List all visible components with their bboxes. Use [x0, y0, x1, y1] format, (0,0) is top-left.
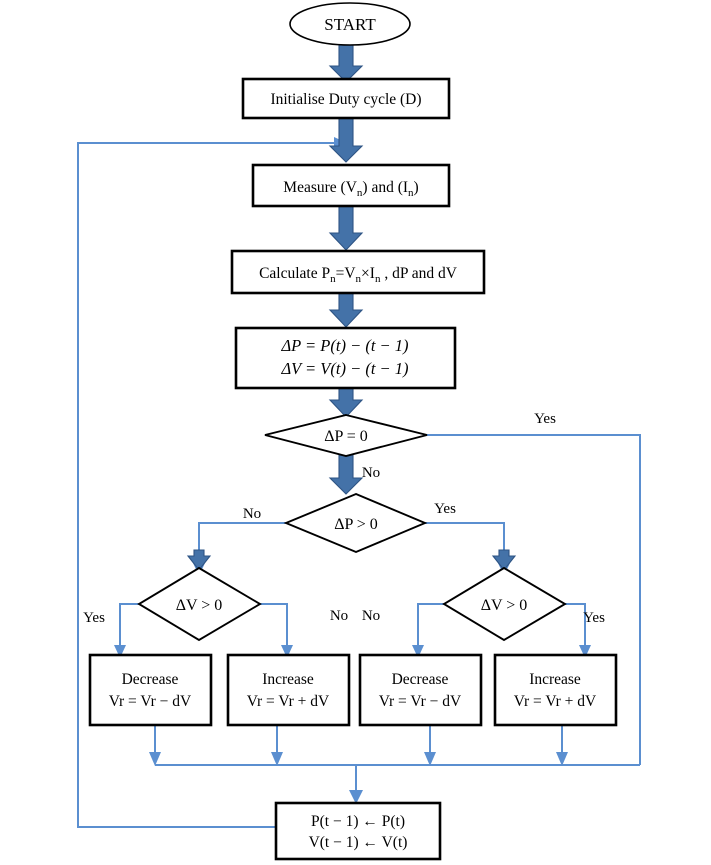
node-delta-equations[interactable]: [234, 326, 457, 390]
connector-dvleft-yes: [119, 603, 139, 645]
node-calculate-post: , dP and dV: [380, 265, 457, 282]
node-action-decrease-2[interactable]: [358, 653, 483, 727]
node-measure-sub2: n: [408, 187, 414, 199]
node-calculate-label: Calculate Pn=Vn×In , dP and dV: [259, 265, 458, 285]
node-initialise[interactable]: [241, 77, 451, 120]
connector-dpgt0-no: [198, 522, 286, 563]
node-update-previous-line2: V(t − 1) ← V(t): [309, 834, 408, 851]
node-decision-dp-eq-zero-label: ΔP = 0: [324, 428, 368, 445]
node-start-label: START: [324, 15, 376, 34]
connector-dvleft-yes-arrowhead: [114, 645, 126, 658]
fat-arrow-measure-to-calc: [328, 205, 364, 251]
node-decision-dp-gt-zero-label: ΔP > 0: [334, 516, 378, 533]
node-action-increase-2-line1: Increase: [529, 671, 581, 688]
node-measure-post: ): [414, 179, 419, 196]
node-measure-mid: ) and (I: [362, 179, 408, 196]
connector-dpgt0-yes: [425, 522, 505, 563]
connector-feedback-loop: [77, 142, 334, 828]
node-decision-dv-right[interactable]: [442, 566, 567, 642]
node-calculate-mid2: ×I: [361, 265, 375, 282]
fat-arrow-to-dvleft: [186, 549, 212, 571]
node-decision-dv-right-label: ΔV > 0: [481, 597, 528, 614]
node-action-decrease-1-line1: Decrease: [122, 671, 179, 688]
connector-dvright-no: [417, 603, 444, 645]
node-action-decrease-1-line2: Vr = Vr − dV: [109, 693, 192, 710]
node-start[interactable]: [289, 2, 411, 46]
connector-dvleft-no: [260, 603, 288, 645]
node-initialise-label: Initialise Duty cycle (D): [270, 91, 421, 108]
node-calculate-pre: Calculate P: [259, 265, 330, 282]
node-action-increase-1[interactable]: [226, 653, 351, 727]
node-measure-pre: Measure (V: [283, 179, 357, 196]
edge-label-dvright-no: No: [362, 608, 380, 624]
node-calculate-sub1: n: [330, 273, 336, 285]
node-action-decrease-2-line1: Decrease: [392, 671, 449, 688]
node-action-increase-2-line2: Vr = Vr + dV: [514, 693, 597, 710]
connector-dpeq0-yes: [427, 434, 641, 765]
edge-label-dpgt0-yes: Yes: [434, 501, 456, 517]
fat-arrow-dpeq0-to-dpgt0: [328, 453, 364, 495]
connector-act4-arrowhead: [556, 752, 568, 766]
edge-label-dvleft-yes: Yes: [83, 610, 105, 626]
connector-dvright-yes: [565, 603, 586, 645]
connector-dvleft-no-arrowhead: [281, 645, 293, 658]
fat-arrow-to-dvright: [491, 549, 517, 571]
node-action-increase-1-line1: Increase: [262, 671, 314, 688]
node-calculate[interactable]: [230, 249, 486, 295]
edge-label-dpeq0-no: No: [362, 465, 380, 481]
node-decision-dv-left-label: ΔV > 0: [176, 597, 223, 614]
edge-label-dvright-yes: Yes: [583, 610, 605, 626]
edge-label-dpeq0-yes: Yes: [534, 411, 556, 427]
node-measure-label: Measure (Vn) and (In): [283, 179, 418, 199]
node-decision-dv-left[interactable]: [137, 566, 262, 642]
fat-arrow-start-to-init: [328, 44, 364, 83]
fat-arrow-calc-to-delta: [328, 292, 364, 328]
node-action-increase-2[interactable]: [493, 653, 618, 727]
node-update-previous[interactable]: [274, 801, 442, 861]
node-action-decrease-1[interactable]: [88, 653, 213, 727]
connector-dvright-yes-arrowhead: [579, 645, 591, 658]
connector-act1-arrowhead: [149, 752, 161, 766]
node-action-increase-1-line2: Vr = Vr + dV: [247, 693, 330, 710]
connector-dvright-no-arrowhead: [412, 645, 424, 658]
node-measure[interactable]: [251, 163, 451, 208]
node-decision-dp-eq-zero[interactable]: [264, 414, 428, 457]
connector-act3-arrowhead: [424, 752, 436, 766]
fat-arrow-delta-to-dpeq0: [328, 387, 364, 418]
node-update-previous-line1: P(t − 1) ← P(t): [311, 813, 405, 830]
edge-label-dvleft-no: No: [330, 608, 348, 624]
connector-act2-arrowhead: [271, 752, 283, 766]
node-measure-sub1: n: [357, 187, 363, 199]
node-delta-line1: ΔP = P(t) − (t − 1): [280, 336, 408, 355]
node-calculate-mid: =V: [336, 265, 357, 282]
fat-arrow-init-to-measure: [328, 117, 364, 163]
node-action-decrease-2-line2: Vr = Vr − dV: [379, 693, 462, 710]
node-decision-dp-gt-zero[interactable]: [283, 492, 428, 554]
connector-bus-to-update-arrowhead: [349, 790, 363, 804]
edge-label-dpgt0-no: No: [243, 506, 261, 522]
node-delta-line2: ΔV = V(t) − (t − 1): [280, 359, 408, 378]
node-calculate-sub3: n: [375, 273, 381, 285]
node-calculate-sub2: n: [356, 273, 362, 285]
